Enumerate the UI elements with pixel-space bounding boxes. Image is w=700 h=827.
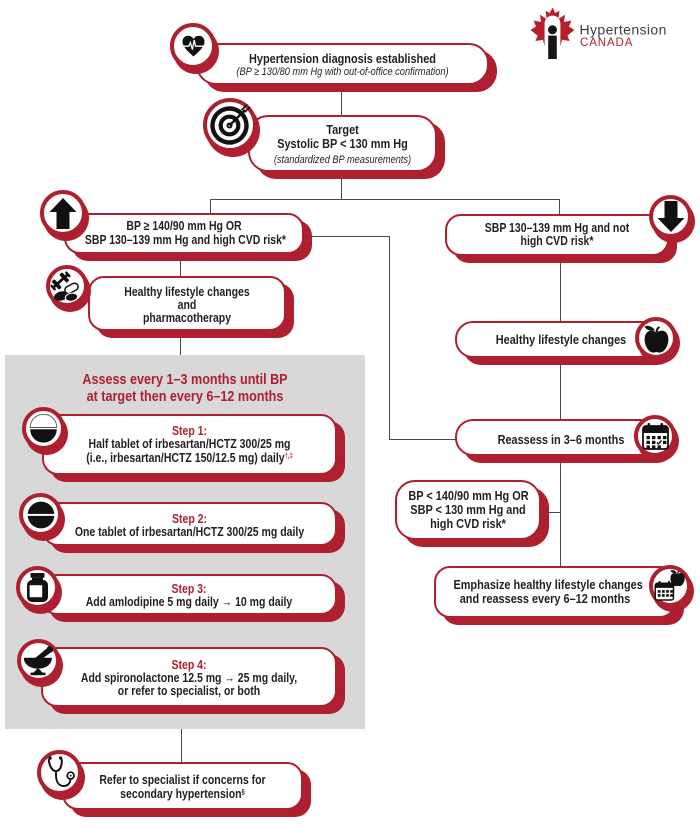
svg-text:Hypertension: Hypertension [580,21,667,37]
svg-text:CANADA: CANADA [580,37,633,49]
